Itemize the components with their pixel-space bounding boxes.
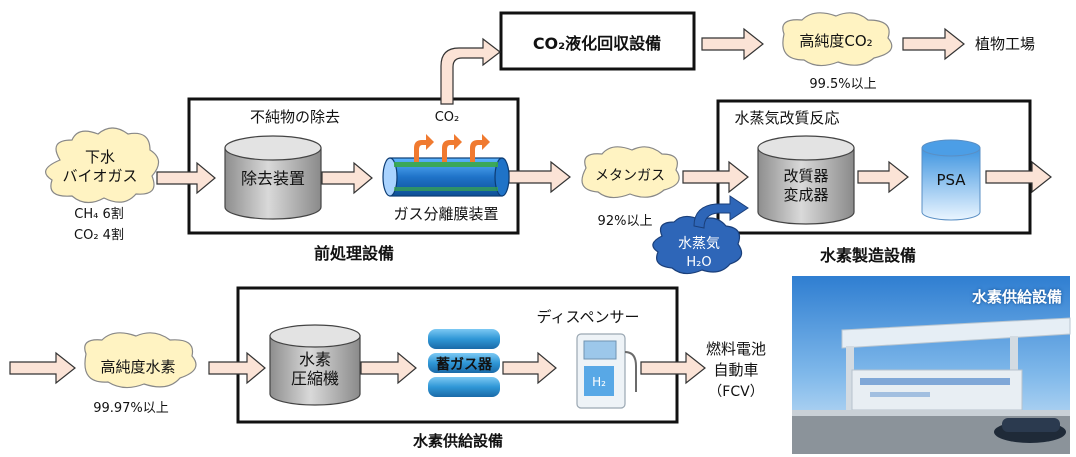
compressor-label-line1: 水素: [299, 350, 331, 369]
co2-purity: 99.5%以上: [809, 77, 876, 92]
fcv-label-line3: （FCV）: [708, 384, 763, 400]
co2-recovery-label: CO₂液化回収設備: [533, 34, 661, 53]
arrow-psa-out: [985, 160, 1052, 194]
compressor-label-line2: 圧縮機: [291, 369, 339, 388]
dispenser-h2-mark: H₂: [592, 375, 606, 389]
arrow-membrane-to-methane: [508, 160, 571, 194]
compressor-cylinder: [269, 324, 361, 406]
arrow-co2-up-to-recovery: [440, 37, 501, 105]
co2-recovery-box: [499, 11, 696, 71]
dispenser-label: ディスペンサー: [537, 308, 640, 326]
plant-factory-label: 植物工場: [975, 35, 1035, 53]
fcv-label-line2: 自動車: [713, 361, 758, 379]
arrow-into-supply: [9, 351, 76, 385]
arrow-compressor-to-storage: [360, 351, 417, 385]
ch4-ratio: CH₄ 6割: [74, 206, 123, 222]
removal-device-cylinder: [224, 135, 322, 220]
arrow-storage-to-dispenser: [502, 351, 557, 385]
biogas-cloud: [45, 127, 160, 204]
biogas-label-line1: 下水: [85, 148, 115, 166]
arrow-recovery-to-highpurity-co2: [701, 27, 764, 61]
reformer-cylinder: [757, 135, 855, 225]
psa-label: PSA: [936, 171, 966, 189]
steam-label-line1: 水蒸気: [678, 236, 720, 252]
membrane-device-label: ガス分離膜装置: [393, 205, 498, 223]
methane-gas-label: メタンガス: [595, 168, 665, 184]
hydrogen-station-photo: [792, 276, 1071, 454]
h2-purity: 99.97%以上: [93, 401, 169, 416]
steam-arrow: [693, 195, 749, 229]
psa-cylinder: [921, 139, 981, 221]
removal-device-label: 除去装置: [241, 169, 305, 188]
highpurity-h2-label: 高純度水素: [100, 358, 175, 376]
arrow-h2-to-compressor: [208, 351, 266, 385]
arrow-dispenser-to-fcv: [640, 351, 706, 385]
arrow-removal-to-membrane: [321, 161, 373, 195]
methane-cloud: [581, 146, 680, 199]
arrow-co2-to-plant-factory: [902, 27, 965, 61]
impurity-removal-label: 不純物の除去: [250, 108, 340, 126]
highpurity-co2-cloud: [782, 12, 893, 67]
reformer-label-line2: 変成器: [783, 186, 828, 204]
arrow-biogas-to-removal: [156, 161, 216, 195]
hydrogen-supply-title: 水素供給設備: [413, 432, 503, 450]
co2-ratio: CO₂ 4割: [74, 227, 124, 243]
fcv-label-line1: 燃料電池: [706, 340, 766, 358]
hydrogen-production-title: 水素製造設備: [820, 246, 916, 265]
pretreatment-title: 前処理設備: [314, 244, 394, 263]
gas-storage-tubes: [428, 329, 500, 397]
methane-purity: 92%以上: [598, 214, 653, 229]
steam-cloud: [652, 215, 743, 275]
biogas-label-line2: バイオガス: [62, 167, 137, 185]
highpurity-co2-label: 高純度CO₂: [799, 32, 872, 50]
reformer-label-line1: 改質器: [783, 167, 828, 185]
photo-title: 水素供給設備: [971, 288, 1062, 306]
co2-release-arrows: [414, 134, 490, 162]
arrow-reformer-to-psa: [857, 160, 909, 194]
co2-release-label: CO₂: [435, 110, 460, 125]
dispenser-icon: [576, 333, 637, 409]
gas-separation-membrane: [382, 157, 510, 197]
photo-overlay: 水素供給設備: [792, 276, 1070, 454]
arrow-methane-to-reformer: [682, 160, 749, 194]
steam-label-line2: H₂O: [686, 255, 711, 270]
gas-storage-label: 蓄ガス器: [436, 356, 493, 373]
highpurity-h2-cloud: [84, 332, 197, 389]
steam-reforming-label: 水蒸気改質反応: [734, 109, 839, 127]
